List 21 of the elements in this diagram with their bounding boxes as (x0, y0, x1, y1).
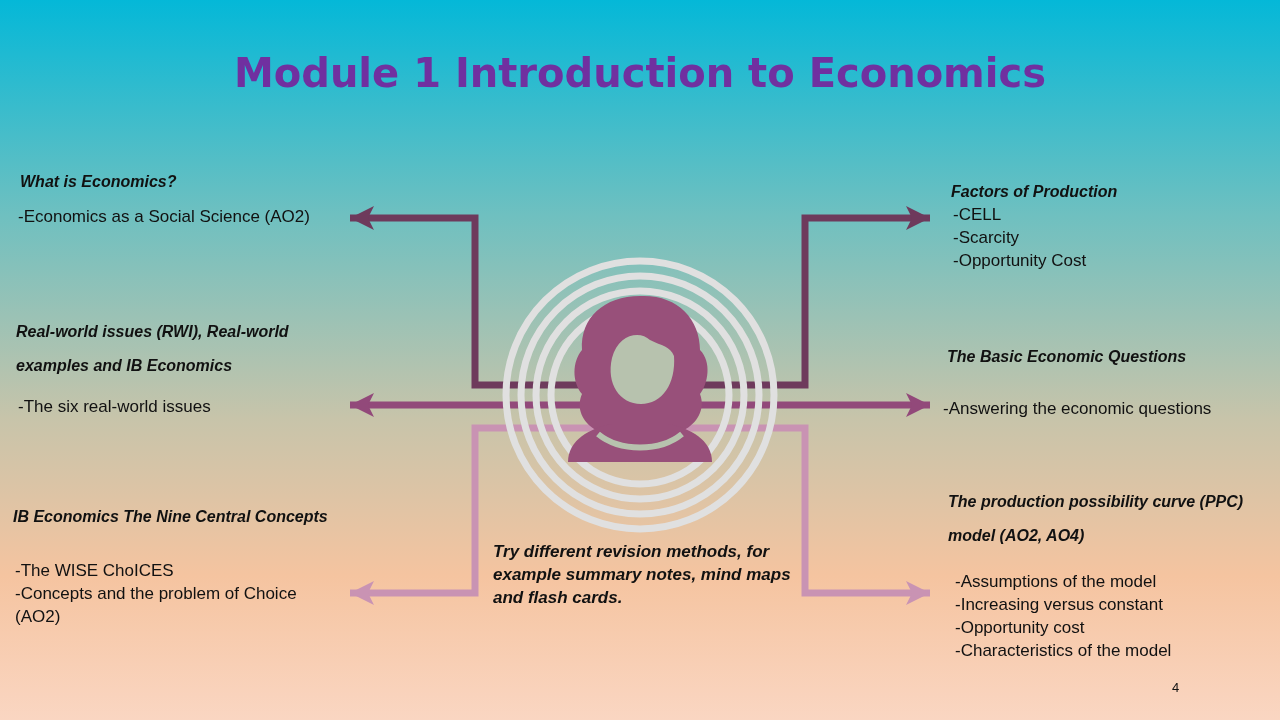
slide-title: Module 1 Introduction to Economics (232, 50, 1048, 96)
topic-item: -Assumptions of the model (955, 571, 1158, 593)
topic-heading: The production possibility curve (PPC) model (AO2, AO4) (948, 492, 1245, 546)
topic-item: -The six real-world issues (18, 396, 212, 418)
topic-item: -Opportunity cost (955, 617, 1086, 639)
topic-item: -Opportunity Cost (953, 250, 1088, 272)
topic-item: -Scarcity (953, 227, 1021, 249)
topic-heading: What is Economics? (20, 172, 178, 192)
page-number: 4 (1172, 680, 1180, 695)
topic-item: -Concepts and the problem of Choice (AO2) (15, 583, 298, 628)
topic-item: -Increasing versus constant (955, 594, 1164, 616)
topic-heading: Factors of Production (951, 182, 1119, 202)
topic-item: -The WISE ChoICES (15, 560, 175, 582)
topic-item: -CELL (953, 204, 1003, 226)
revision-tip: Try different revision methods, for example summary notes, mind maps and flash cards. (493, 541, 792, 609)
topic-heading: Real-world issues (RWI), Real-world examples and IB Economics (16, 322, 290, 376)
topic-item: -Economics as a Social Science (AO2) (18, 206, 311, 228)
topic-heading: IB Economics The Nine Central Concepts (13, 507, 329, 527)
topic-item: -Characteristics of the model (955, 640, 1173, 662)
topic-heading: The Basic Economic Questions (947, 347, 1188, 367)
topic-item: -Answering the economic questions (943, 398, 1213, 420)
